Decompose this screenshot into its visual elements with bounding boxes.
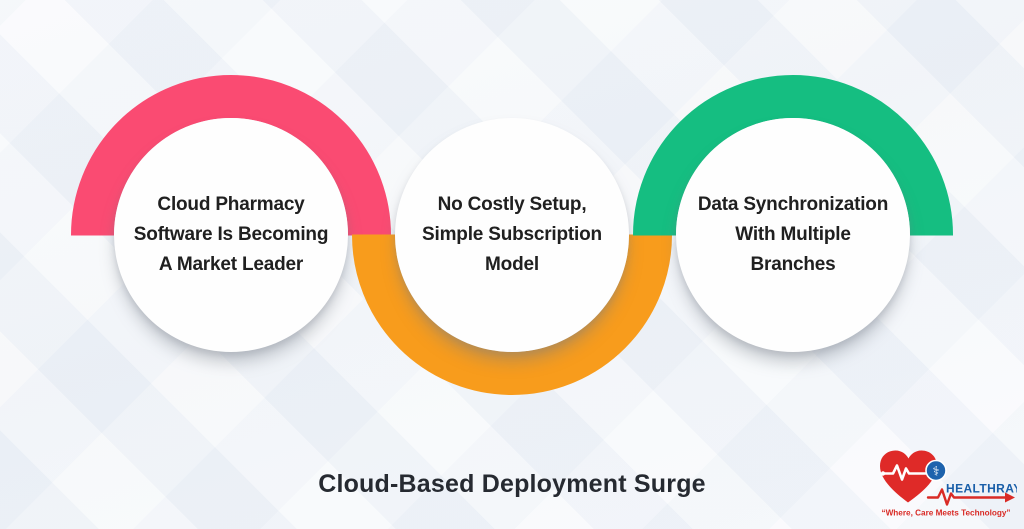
page-title: Cloud-Based Deployment Surge	[318, 470, 706, 498]
brand-name: HEALTHRAY	[946, 482, 1017, 496]
card-line: No Costly Setup,	[437, 194, 587, 215]
card-text: Cloud Pharmacy Software Is Becoming A Ma…	[134, 190, 329, 280]
caduceus-icon: ⚕	[932, 465, 939, 480]
card-text: Data Synchronization With Multiple Branc…	[698, 190, 888, 280]
card-circle: Cloud Pharmacy Software Is Becoming A Ma…	[114, 118, 348, 352]
ecg-line-icon	[881, 464, 929, 481]
brand-tagline: “Where, Care Meets Technology”	[881, 509, 1010, 518]
card-line: With Multiple	[735, 224, 851, 245]
card-data-synchronization: Data Synchronization With Multiple Branc…	[633, 75, 953, 395]
card-line: Simple Subscription	[422, 224, 602, 245]
card-line: Data Synchronization	[697, 194, 889, 215]
card-circle: No Costly Setup, Simple Subscription Mod…	[395, 118, 629, 352]
arrow-head-icon	[1005, 492, 1015, 503]
card-line: Software Is Becoming	[133, 224, 329, 245]
card-line: A Market Leader	[158, 254, 304, 275]
caduceus-badge	[925, 459, 947, 482]
healthray-logo: ⚕ HEALTHRAY “Where, Care Meets Technolog…	[880, 450, 1017, 518]
card-subscription-model: No Costly Setup, Simple Subscription Mod…	[352, 75, 672, 395]
card-cloud-pharmacy: Cloud Pharmacy Software Is Becoming A Ma…	[71, 75, 391, 395]
card-text: No Costly Setup, Simple Subscription Mod…	[422, 190, 602, 280]
card-circle: Data Synchronization With Multiple Branc…	[676, 118, 910, 352]
card-line: Cloud Pharmacy	[157, 194, 305, 215]
ecg-arrow-line	[926, 488, 1008, 506]
heart-icon	[880, 450, 937, 503]
card-line: Model	[485, 254, 539, 275]
card-line: Branches	[750, 254, 836, 275]
